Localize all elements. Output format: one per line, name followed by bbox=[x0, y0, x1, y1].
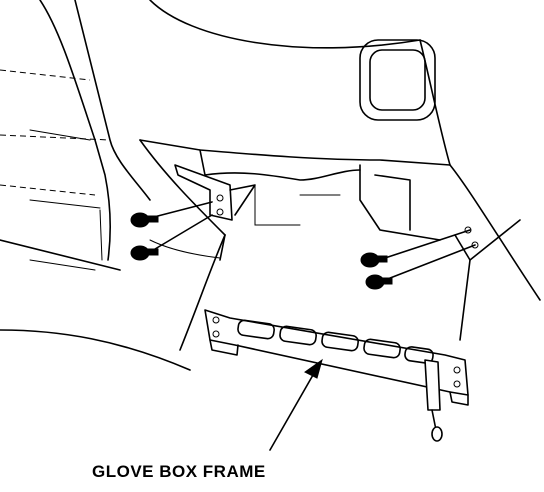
left-bracket bbox=[174, 164, 256, 221]
bolt-lower-right bbox=[365, 244, 476, 290]
bolt-upper-right bbox=[360, 229, 471, 268]
vent-outer bbox=[359, 39, 436, 121]
glove-box-frame-label: GLOVE BOX FRAME bbox=[92, 462, 266, 481]
bolt-upper-left bbox=[130, 201, 213, 228]
vent-inner bbox=[369, 49, 426, 111]
dashboard-panel bbox=[0, 0, 191, 371]
damper-cylinder bbox=[424, 359, 443, 442]
bolt-lower-left bbox=[130, 214, 213, 261]
upper-dash bbox=[149, 0, 451, 166]
glove-box-opening bbox=[139, 139, 541, 351]
glove-box-frame-part bbox=[204, 309, 469, 406]
leader-arrow-icon bbox=[269, 358, 323, 451]
